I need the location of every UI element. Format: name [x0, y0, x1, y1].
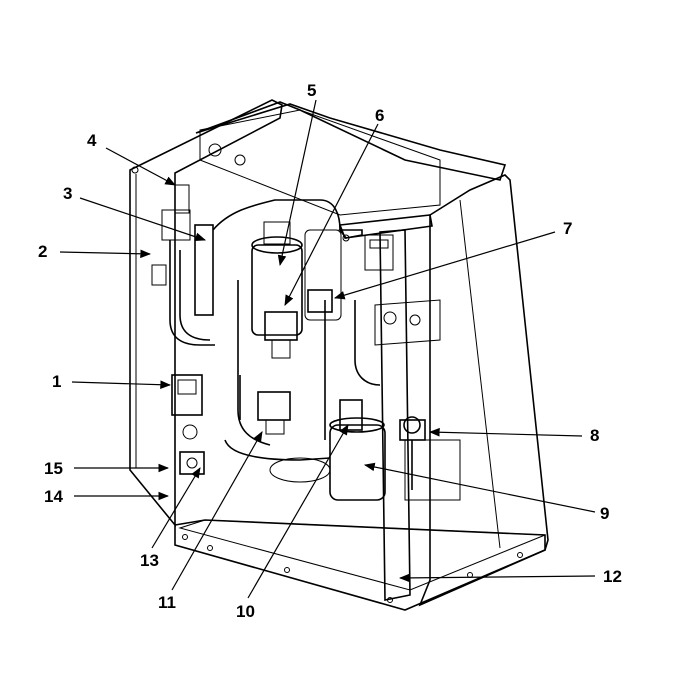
callout-12: 12: [603, 567, 622, 586]
callout-2: 2: [38, 242, 48, 261]
cabinet-frame: [129, 99, 549, 611]
callout-7: 7: [563, 219, 573, 238]
leader-lines: [59, 99, 596, 599]
callout-3: 3: [63, 184, 73, 203]
callout-9: 9: [600, 504, 610, 523]
leader-9: [363, 462, 596, 513]
leader-1: [71, 380, 172, 390]
callout-8: 8: [590, 426, 600, 445]
leader-6: [284, 123, 379, 306]
leader-7: [333, 231, 556, 300]
leader-2: [59, 249, 152, 259]
callout-15: 15: [44, 459, 63, 478]
leader-12: [398, 573, 596, 583]
leader-4: [105, 147, 176, 186]
callout-14: 14: [44, 487, 63, 506]
leader-11: [171, 431, 263, 591]
callout-11: 11: [158, 593, 176, 612]
leader-10: [247, 424, 349, 599]
interior-components: [151, 184, 461, 501]
callout-4: 4: [87, 131, 97, 150]
leader-3: [79, 197, 207, 241]
callout-5: 5: [307, 81, 317, 100]
leader-5: [277, 99, 317, 267]
callout-1: 1: [52, 372, 62, 391]
leader-13: [151, 467, 201, 549]
callout-13: 13: [140, 551, 159, 570]
callout-6: 6: [375, 106, 385, 125]
leader-8: [428, 427, 583, 437]
callout-10: 10: [236, 602, 255, 621]
